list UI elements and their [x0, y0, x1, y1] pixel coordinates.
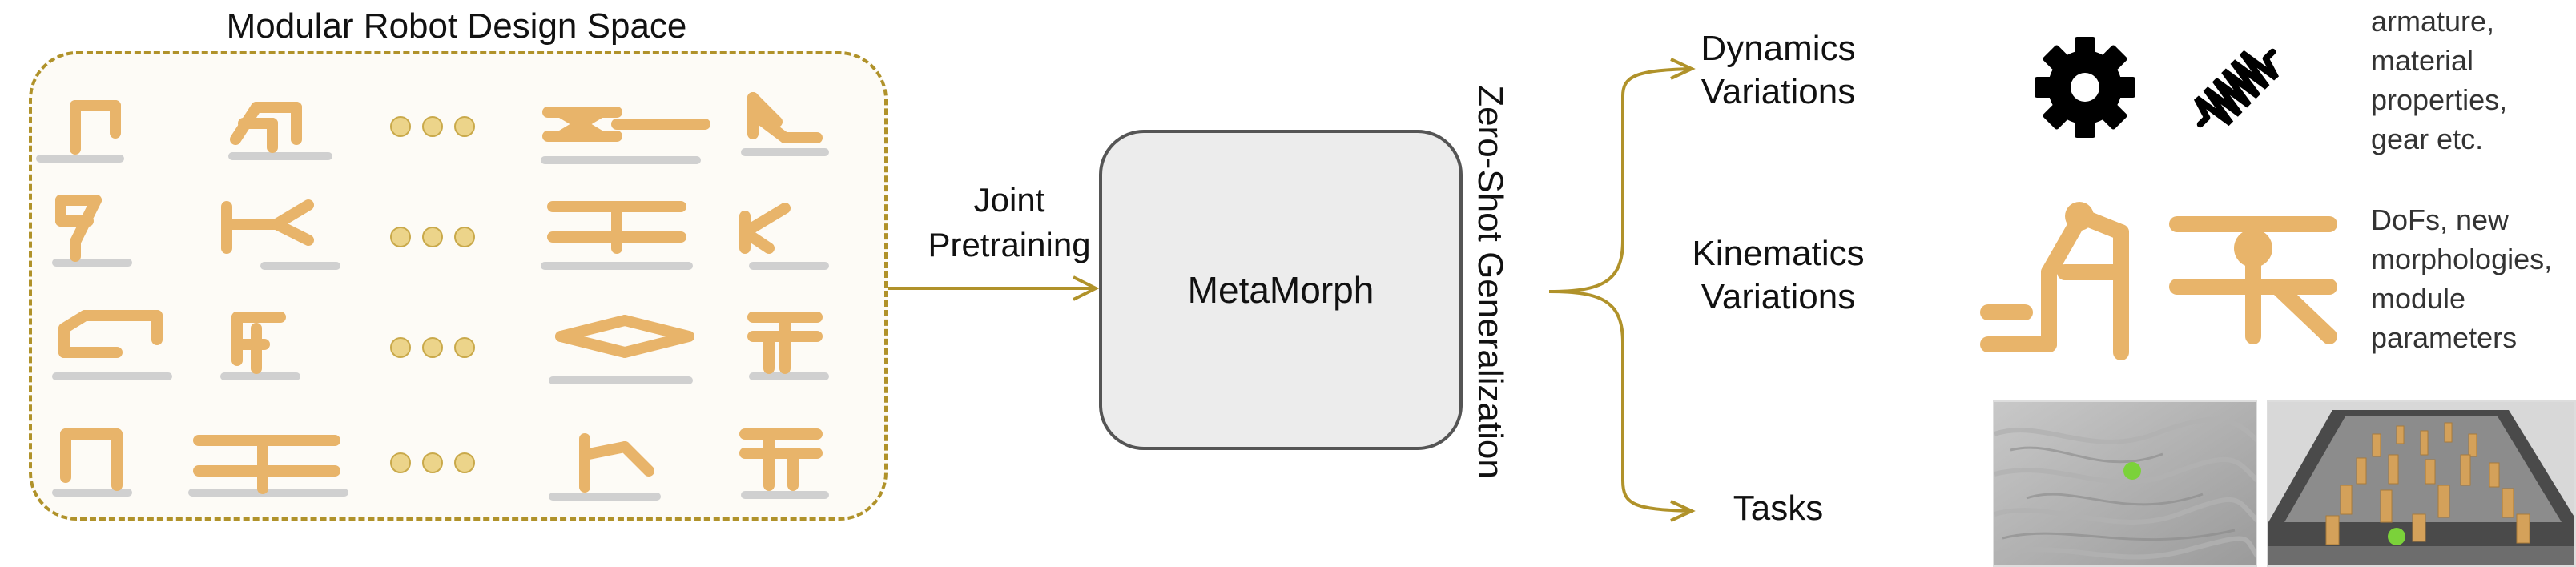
spring-icon — [2193, 48, 2280, 128]
robot-morphology — [235, 107, 296, 147]
kinematics-line1: Kinematics — [1692, 234, 1865, 273]
robot-morphology — [753, 317, 817, 368]
dynamics-note-line: material — [2371, 44, 2474, 77]
terrain-task-thumbnail — [1993, 400, 2257, 567]
robot-morphology — [64, 316, 157, 352]
joint-pretraining-label: Joint Pretraining — [921, 178, 1097, 267]
kinematics-note-line: parameters — [2371, 321, 2518, 354]
metamorph-model-box: MetaMorph — [1099, 130, 1463, 450]
joint-pretraining-line1: Joint — [973, 181, 1045, 219]
zero-shot-generalization-label: Zero-Shot Generalization — [1471, 85, 1510, 479]
obstacle-scene — [2268, 402, 2574, 565]
robot-morphology — [61, 200, 96, 256]
robot-morphology — [66, 434, 117, 485]
robot-morphology — [237, 317, 280, 368]
metamorph-label: MetaMorph — [1187, 269, 1375, 311]
tasks-label: Tasks — [1642, 487, 1914, 530]
dynamics-note-line: armature, — [2371, 5, 2495, 38]
pretraining-arrow — [888, 275, 1100, 301]
robot-morphologies — [61, 98, 817, 489]
terrain-scene — [1994, 402, 2256, 565]
dynamics-note-line: properties, — [2371, 83, 2508, 116]
robot-morphology — [561, 320, 689, 352]
robot-morphology — [548, 112, 705, 136]
kinematics-notes: DoFs, new morphologies, module parameter… — [2371, 200, 2552, 357]
dynamics-note-line: gear etc. — [2371, 123, 2484, 155]
kinematics-note-line: DoFs, new — [2371, 203, 2510, 236]
generalization-brace — [1548, 58, 1696, 522]
joint-ball — [2234, 229, 2272, 267]
dynamics-line1: Dynamics — [1701, 29, 1856, 68]
design-space-title: Modular Robot Design Space — [226, 6, 687, 46]
tasks-line1: Tasks — [1733, 489, 1824, 528]
robot-morphology — [753, 98, 817, 138]
dynamics-notes: armature, material properties, gear etc. — [2371, 2, 2507, 159]
joint-ball — [2065, 202, 2094, 231]
robot-morphology — [199, 440, 335, 489]
robot-grid — [36, 56, 829, 501]
kinematics-note-line: module — [2371, 282, 2466, 315]
dynamics-line2: Variations — [1701, 72, 1856, 111]
zero-shot-label-container: Zero-Shot Generalization — [1466, 50, 1514, 514]
ellipsis-markers — [390, 116, 475, 473]
goal-ball — [2388, 528, 2405, 545]
robot-morphology — [75, 106, 115, 149]
robot-morphology — [585, 439, 649, 487]
obstacle-posts — [2325, 422, 2530, 545]
joint-pretraining-line2: Pretraining — [928, 226, 1091, 263]
goal-ball — [2123, 462, 2141, 480]
obstacle-task-thumbnail — [2267, 400, 2576, 567]
robot-shadows — [36, 148, 829, 501]
gear-icon — [2035, 37, 2135, 138]
kinematics-variations-label: Kinematics Variations — [1642, 232, 1914, 319]
dynamics-variations-label: Dynamics Variations — [1642, 27, 1914, 114]
robot-morphology — [745, 208, 785, 248]
robot-morphology — [745, 434, 817, 485]
robot-morphology — [553, 207, 681, 248]
kinematics-line2: Variations — [1701, 277, 1856, 316]
robot-morphology — [227, 205, 308, 248]
kinematics-robot-a — [1980, 208, 2129, 360]
kinematics-robots — [1980, 202, 2337, 360]
kinematics-note-line: morphologies, — [2371, 243, 2553, 275]
